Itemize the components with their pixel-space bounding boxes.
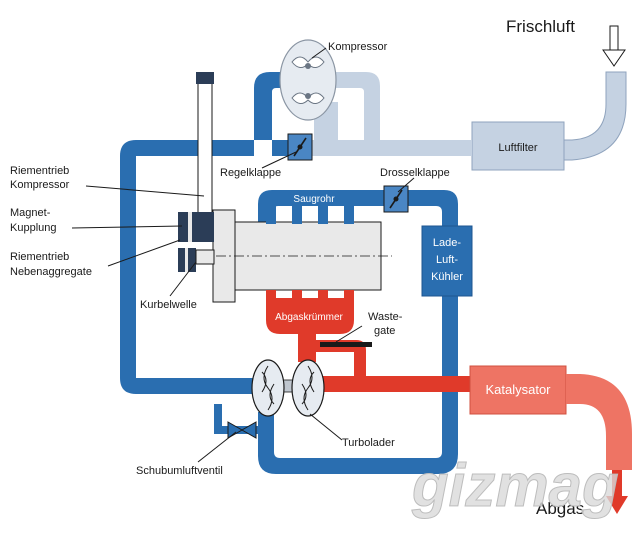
turbo-blades-left	[261, 365, 275, 411]
riementrieb-neben-label-1: Riementrieb	[10, 251, 69, 263]
schubumluftventil-leader	[197, 431, 237, 463]
exhaust-outlet-pipe	[566, 374, 632, 470]
regelklappe-pivot	[297, 144, 303, 150]
magnet-clutch	[178, 212, 214, 242]
magnet-kupplung-leader	[71, 225, 183, 229]
frischluft-arrow-icon	[602, 25, 626, 67]
drosselklappe-leader	[397, 177, 415, 193]
kurbelwelle-label: Kurbelwelle	[140, 299, 197, 311]
riementrieb-neben-label-2: Nebenaggregate	[10, 266, 92, 278]
wastegate-flap	[320, 342, 372, 347]
riementrieb-kompressor-label-1: Riementrieb	[10, 165, 69, 177]
abgaskruemmer	[266, 290, 354, 362]
intake-runner-3	[318, 206, 328, 224]
outer-charge-loop	[120, 72, 290, 394]
kompressor-label: Kompressor	[328, 41, 388, 53]
compressor-outlet-loop	[332, 72, 380, 140]
fresh-air-pipe	[312, 140, 472, 156]
drosselklappe-label: Drosselklappe	[380, 167, 450, 179]
wastegate-leader	[335, 325, 363, 343]
kurbelwelle-leader	[169, 261, 197, 297]
compressor-rotor-top	[291, 56, 325, 68]
exhaust-path	[266, 290, 632, 470]
schubumluftventil-icon	[227, 421, 257, 439]
exhaust-pipe	[318, 376, 472, 392]
riementrieb-neben-leader	[107, 239, 181, 267]
turbolader-label: Turbolader	[342, 437, 395, 449]
drosselklappe-valve-icon	[383, 185, 409, 213]
luftfilter-box	[471, 121, 565, 171]
drosselklappe-pivot	[393, 196, 399, 202]
regelklappe-leader	[261, 151, 297, 169]
riementrieb-kompressor-leader	[85, 185, 205, 197]
kompressor-leader	[311, 47, 327, 59]
magnet-kupplung-label-2: Kupplung	[10, 222, 57, 234]
turbocharger-icon	[251, 359, 325, 417]
intake-runner-4	[344, 206, 354, 224]
ladeluftkuehler-label-1: Lade-	[433, 237, 461, 249]
belt-drive	[178, 72, 215, 272]
compressor-axle-bottom	[305, 93, 311, 99]
ladeluftkuehler-label-2: Luft-	[436, 254, 458, 266]
ladeluftkuehler-label-3: Kühler	[431, 271, 463, 283]
frischluft-label: Frischluft	[506, 17, 575, 36]
ladeluftkuehler-box	[421, 225, 473, 297]
aux-pulley-slot	[185, 248, 188, 272]
abgas-arrow-icon	[606, 470, 628, 514]
exhaust-pipe-join	[354, 370, 366, 392]
abgas-label: Abgas	[536, 499, 584, 518]
intake-runner-1	[266, 206, 276, 224]
turbo-blades-right	[301, 365, 315, 411]
riementrieb-kompressor-label-2: Kompressor	[10, 179, 70, 191]
fresh-air-path	[312, 71, 627, 171]
schubumluftventil-label: Schubumluftventil	[136, 465, 223, 477]
wastegate-label-1: Waste-	[368, 311, 403, 323]
wastegate-pipe	[316, 340, 366, 370]
saugrohr-label: Saugrohr	[293, 194, 335, 205]
engine-block	[198, 206, 392, 303]
abgas-arrow-head	[606, 496, 628, 514]
katalysator-label: Katalysator	[485, 382, 551, 397]
regelklappe-label: Regelklappe	[220, 167, 281, 179]
abgas-arrow-shaft	[612, 470, 622, 496]
upper-pulley	[196, 72, 214, 84]
schubumluftventil-bowtie	[227, 421, 257, 439]
roots-compressor-icon	[279, 39, 337, 121]
compressor-axle-top	[305, 63, 311, 69]
frischluft-arrow-shaft	[609, 25, 619, 51]
clutch-slot	[188, 212, 192, 242]
frischluft-arrow-head	[602, 49, 626, 67]
abgaskruemmer-label: Abgaskrümmer	[275, 312, 343, 323]
intake-runner-2	[292, 206, 302, 224]
fresh-air-inlet-pipe	[559, 71, 627, 161]
crank-stub	[195, 249, 215, 265]
turbolader-leader	[309, 413, 343, 441]
magnet-kupplung-label-1: Magnet-	[10, 207, 51, 219]
regelklappe-valve-icon	[287, 133, 313, 161]
gizmag-watermark: gizmag	[411, 452, 619, 519]
katalysator-box	[469, 365, 567, 415]
wastegate-label-2: gate	[374, 325, 395, 337]
luftfilter-label: Luftfilter	[498, 142, 537, 154]
